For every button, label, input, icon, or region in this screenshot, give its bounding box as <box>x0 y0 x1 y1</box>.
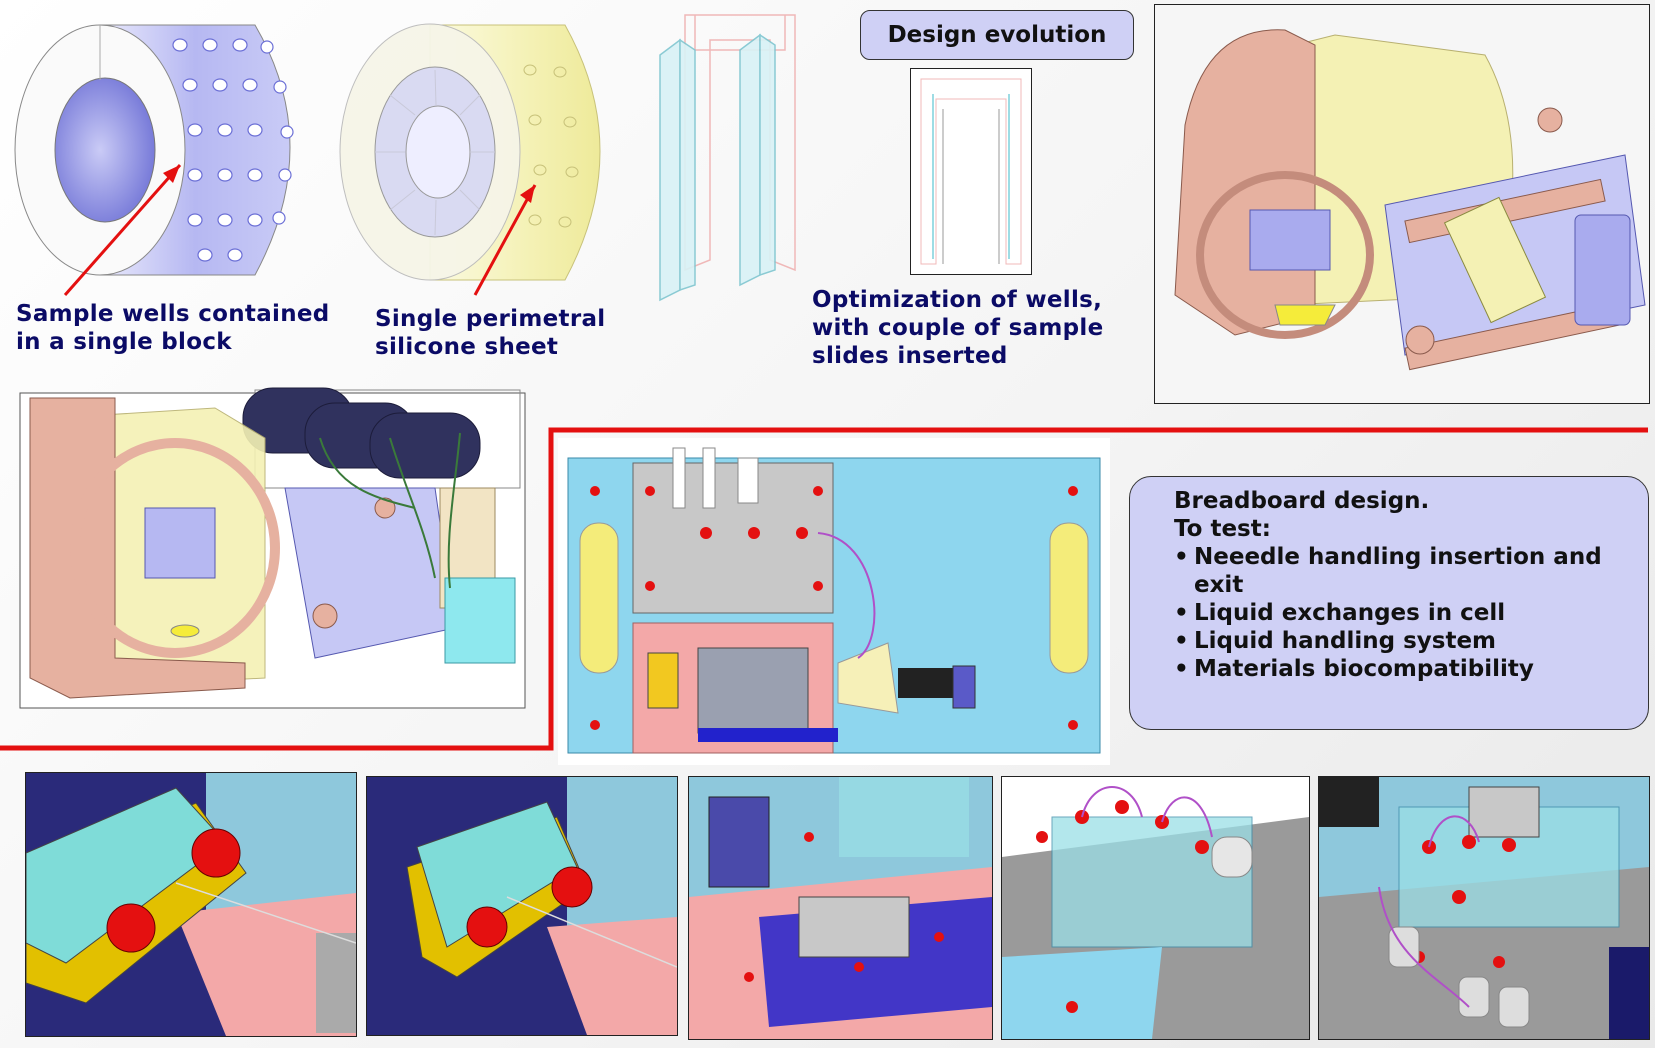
assembly-render-top-right <box>1154 4 1650 404</box>
closeup-render-1 <box>25 772 357 1037</box>
slides-frame-render <box>655 10 840 305</box>
closeup-render-5 <box>1318 776 1650 1040</box>
design-evolution-drawing <box>910 68 1032 275</box>
wells-block-render <box>5 5 335 300</box>
translucent-cylinder-render-icon <box>339 23 601 296</box>
caption-silicone-sheet: Single perimetral silicone sheet <box>375 306 606 360</box>
assembly-render-left <box>15 378 535 718</box>
silicone-sheet-render <box>330 10 640 300</box>
breadboard-assembly-3d-icon <box>19 387 526 709</box>
breadboard-heading: Breadboard design. <box>1174 488 1430 514</box>
design-evolution-title: Design evolution <box>860 10 1134 60</box>
needle-closeup-1-icon <box>26 773 356 1036</box>
breadboard-test-item: Materials biocompatibility <box>1174 655 1628 683</box>
closeup-render-4 <box>1001 776 1310 1040</box>
breadboard-test-item: Neeedle handling insertion and exit <box>1174 543 1628 599</box>
drum-assembly-render-icon <box>1155 5 1649 403</box>
closeup-render-2 <box>366 776 678 1036</box>
closeup-render-3 <box>688 776 993 1040</box>
breadboard-3d-3-icon <box>1319 777 1649 1039</box>
well-section-drawing-icon <box>920 78 1022 265</box>
breadboard-test-list: Neeedle handling insertion and exit Liqu… <box>1174 543 1628 683</box>
breadboard-subheading: To test: <box>1174 516 1271 542</box>
slide-frame-render-icon <box>659 14 796 302</box>
breadboard-3d-1-icon <box>689 777 992 1039</box>
breadboard-top-view <box>558 438 1110 765</box>
cylinder-block-render-icon <box>14 24 294 296</box>
caption-optimization: Optimization of wells, with couple of sa… <box>812 287 1104 369</box>
breadboard-top-view-icon <box>567 447 1101 754</box>
breadboard-info-box: Breadboard design. To test: Neeedle hand… <box>1129 476 1649 730</box>
needle-closeup-2-icon <box>367 777 677 1035</box>
breadboard-3d-2-icon <box>1002 777 1309 1039</box>
caption-sample-wells: Sample wells contained in a single block <box>16 301 330 355</box>
breadboard-test-item: Liquid handling system <box>1174 627 1628 655</box>
breadboard-test-item: Liquid exchanges in cell <box>1174 599 1628 627</box>
